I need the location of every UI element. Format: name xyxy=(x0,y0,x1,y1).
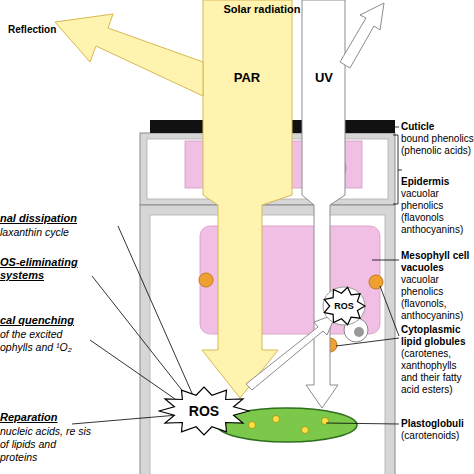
leader-line xyxy=(326,423,399,424)
leader-line xyxy=(118,226,195,400)
uv-internal-arrow xyxy=(246,314,336,390)
text-label: bound phenolics (phenolic acids) xyxy=(401,133,474,157)
text-label: UV xyxy=(300,72,348,84)
plastoglobule xyxy=(273,416,280,423)
text-label: Epidermis xyxy=(401,176,474,188)
leader-line xyxy=(90,340,188,408)
text-label: laxanthin cycle xyxy=(0,226,122,239)
lipid-globule xyxy=(199,273,213,287)
text-label: of the excited ophylls and ¹O₂ xyxy=(0,328,92,354)
text-label: nucleic acids, re sis of lipids and prot… xyxy=(0,425,92,464)
ros-burst: ROS xyxy=(158,386,250,436)
leader-line xyxy=(395,127,399,128)
mesophyll-cell xyxy=(140,205,395,474)
text-label: Cytoplasmic lipid globules xyxy=(401,324,474,348)
burst-shape xyxy=(159,387,249,435)
par-arrow xyxy=(202,0,292,398)
text-label: (carotenes, xanthophylls and their fatty… xyxy=(401,348,474,396)
bracket xyxy=(398,170,402,171)
node-text: ROS xyxy=(158,403,250,419)
leader-line xyxy=(72,415,178,424)
leader-line xyxy=(336,338,399,346)
leader-line xyxy=(380,286,399,336)
plastoglobule xyxy=(322,418,329,425)
leader-line xyxy=(372,260,399,261)
text-label: vacuolar phenolics (flavonols, anthocyan… xyxy=(401,274,474,322)
text-label: PAR xyxy=(222,72,272,84)
text-label: OS-eliminating systems xyxy=(0,256,94,282)
text-label: Mesophyll cell vacuoles xyxy=(401,250,474,274)
reflection-arrow xyxy=(55,14,203,96)
node-text: ROS xyxy=(322,301,366,311)
lipid-globule xyxy=(369,275,383,289)
text-label: Reflection xyxy=(8,24,88,36)
text-label: Plastoglobuli xyxy=(401,418,474,430)
text-label: Cuticle xyxy=(401,121,474,133)
text-label: nal dissipation xyxy=(0,212,122,225)
text-label: cal quenching xyxy=(0,314,110,327)
leader-line xyxy=(92,276,192,403)
text-label: (carotenoids) xyxy=(401,430,474,442)
text-label: vacuolar phenolics (flavonols anthocyani… xyxy=(401,188,474,236)
uv-arrow xyxy=(302,0,345,408)
plastoglobule xyxy=(249,422,256,429)
nucleolus xyxy=(354,327,364,337)
ros-bubble xyxy=(323,287,365,325)
plastoglobule xyxy=(302,427,309,434)
bracket xyxy=(393,135,398,204)
ros-burst: ROS xyxy=(322,286,366,326)
text-label: Reparation xyxy=(0,411,110,424)
uv-reflection-arrow xyxy=(340,3,384,68)
text-label: Solar radiation xyxy=(212,3,312,15)
